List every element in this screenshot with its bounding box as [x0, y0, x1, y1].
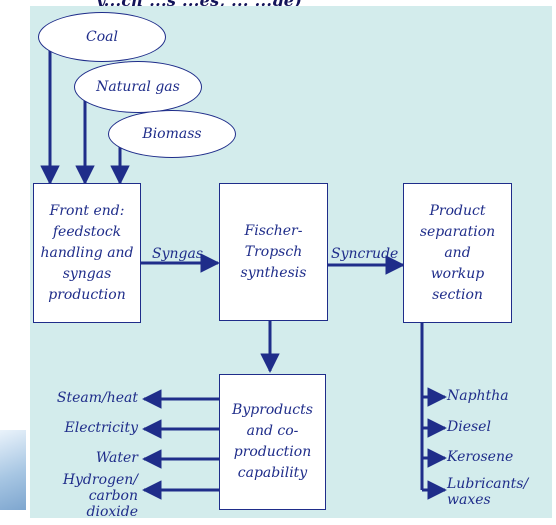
- lubricants-label: Lubricants/ waxes: [447, 476, 529, 508]
- coal-node: Coal: [38, 12, 166, 62]
- diesel-label: Diesel: [447, 419, 491, 435]
- product-separation-box: Product separation and workup section: [403, 183, 512, 323]
- kerosene-label: Kerosene: [447, 449, 514, 465]
- electricity-label: Electricity: [64, 420, 138, 436]
- natural-gas-node: Natural gas: [74, 61, 202, 113]
- cropped-heading: y...ch ...s ...es, ... ...ge): [96, 0, 303, 10]
- steam-heat-label: Steam/heat: [56, 390, 138, 406]
- top-strip: y...ch ...s ...es, ... ...ge): [0, 0, 556, 10]
- byproducts-box: Byproducts and co-production capability: [219, 374, 326, 510]
- byproducts-label: Byproducts and co-production capability: [232, 402, 313, 481]
- fischer-tropsch-box: Fischer- Tropsch synthesis: [219, 183, 328, 321]
- decorative-corner: [0, 430, 26, 510]
- front-end-box: Front end: feedstock handling and syngas…: [33, 183, 141, 323]
- syncrude-label: Syncrude: [331, 246, 399, 262]
- biomass-node: Biomass: [108, 110, 236, 158]
- biomass-label: Biomass: [142, 125, 202, 142]
- hydrogen-label: Hydrogen/ carbon dioxide: [62, 472, 138, 520]
- naphtha-label: Naphtha: [447, 388, 509, 404]
- product-separation-label: Product separation and workup section: [419, 202, 496, 303]
- water-label: Water: [95, 450, 138, 466]
- syngas-label: Syngas: [152, 246, 204, 262]
- coal-label: Coal: [86, 28, 118, 45]
- front-end-label: Front end: feedstock handling and syngas…: [40, 202, 134, 303]
- natural-gas-label: Natural gas: [96, 78, 180, 95]
- fischer-tropsch-label: Fischer- Tropsch synthesis: [240, 222, 307, 281]
